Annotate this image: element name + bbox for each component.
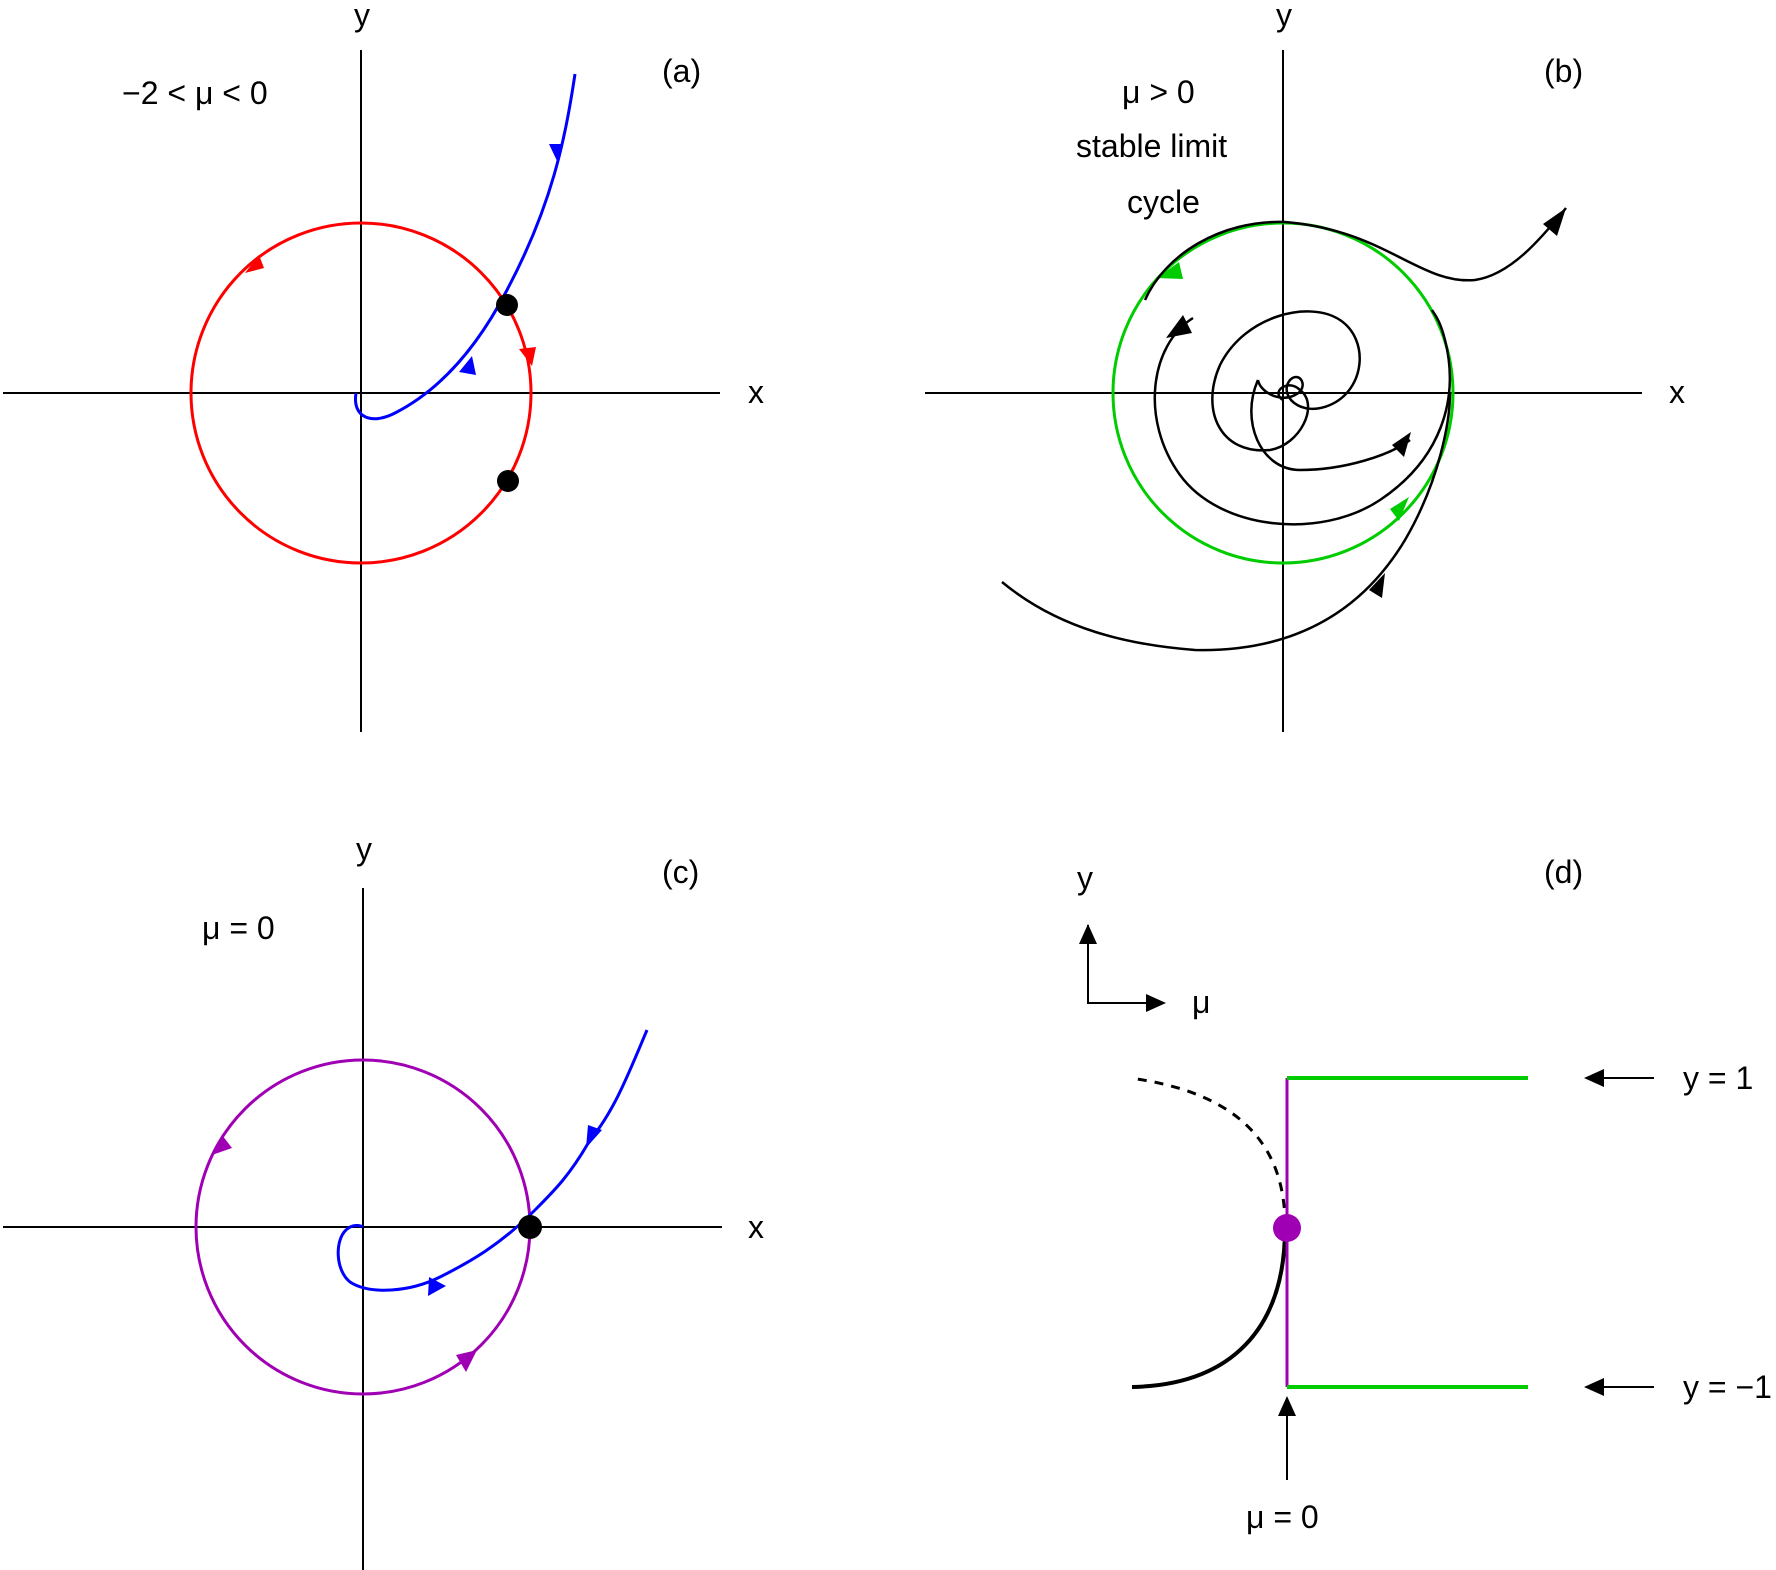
y-axis-label: y [356, 831, 372, 867]
axis-y-label: y [1077, 860, 1093, 896]
blue-arrowhead [459, 356, 476, 375]
x-axis-label: x [748, 1209, 764, 1245]
dashed-branch [1001, 939, 1132, 1076]
panel-tag: (b) [1544, 53, 1583, 89]
mid-spiral [1153, 309, 1452, 526]
green-arrowhead [1157, 262, 1183, 279]
purple-arrowhead [456, 1350, 477, 1372]
arrowhead [1584, 1069, 1604, 1087]
panel-b: x y (b) μ > 0 stable limit cycle [925, 0, 1685, 732]
panel-d: (d) y μ y = 1 y = −1 μ = 0 [1001, 854, 1772, 1535]
note-line-1: stable limit [1076, 128, 1227, 164]
solid-curve [1131, 1227, 1287, 1389]
black-arrowhead [1392, 432, 1411, 457]
label-mu-0: μ = 0 [1246, 1499, 1319, 1535]
label-y-minus-1: y = −1 [1683, 1369, 1772, 1405]
note-line-2: cycle [1127, 184, 1200, 220]
arrowhead [1278, 1396, 1296, 1416]
blue-arrowhead [428, 1277, 446, 1296]
red-circle [189, 221, 533, 565]
panel-c: x y (c) μ = 0 [3, 831, 764, 1570]
green-arrowhead [1390, 497, 1409, 521]
parameter-condition: −2 < μ < 0 [122, 75, 268, 111]
black-arrowhead [1543, 208, 1566, 236]
panel-tag: (d) [1544, 854, 1583, 890]
x-axis-label: x [1669, 374, 1685, 410]
inner-spiral [1211, 310, 1361, 452]
fixed-point [518, 1215, 542, 1239]
arrowhead [1146, 994, 1166, 1012]
purple-arrowhead [212, 1135, 232, 1155]
y-axis-label: y [1276, 0, 1292, 33]
fixed-point [496, 294, 518, 316]
x-axis-label: x [748, 374, 764, 410]
blue-trajectory [336, 1029, 649, 1292]
y-axis-label: y [354, 0, 370, 33]
parameter-condition: μ = 0 [202, 910, 275, 946]
axis-mu-label: μ [1192, 984, 1210, 1020]
blue-arrowhead [549, 144, 563, 163]
arrowhead [1079, 924, 1097, 944]
panel-a: x y (a) −2 < μ < 0 [3, 0, 764, 732]
panel-tag: (a) [662, 53, 701, 89]
blue-arrowhead [586, 1125, 602, 1148]
spiral-outer-arm [1250, 379, 1411, 472]
unstable-branch-dashed [1195, 1116, 1285, 1225]
outer-trajectory-top [1143, 207, 1567, 301]
arrowhead [1584, 1378, 1604, 1396]
parameter-condition: μ > 0 [1122, 74, 1195, 110]
black-arrowhead [1369, 573, 1385, 598]
dashed-curve [1129, 1076, 1287, 1226]
label-y-1: y = 1 [1683, 1060, 1753, 1096]
bifurcation-point [1273, 1214, 1301, 1242]
red-arrowhead [245, 255, 264, 273]
panel-tag: (c) [662, 854, 699, 890]
outer-trajectory-bottom [1001, 392, 1452, 652]
black-arrowhead [1166, 315, 1192, 338]
red-arrowhead [519, 347, 536, 366]
fixed-point [497, 470, 519, 492]
